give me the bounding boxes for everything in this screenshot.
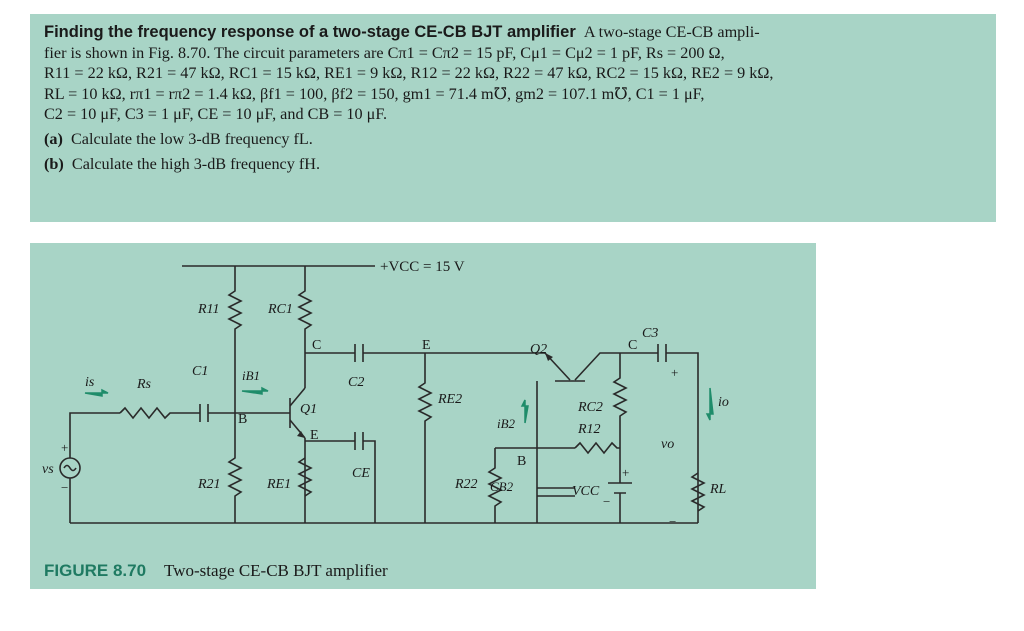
vcc-label: +VCC = 15 V — [380, 259, 465, 275]
ib1-arrow — [241, 386, 269, 395]
node-c1-label: C — [312, 338, 321, 353]
problem-line: fier is shown in Fig. 8.70. The circuit … — [44, 43, 725, 62]
r11-label: R11 — [197, 302, 220, 317]
problem-paragraph: Finding the frequency response of a two-… — [44, 22, 982, 125]
ib1-label: iB1 — [242, 368, 260, 383]
rc2-resistor — [612, 353, 628, 448]
re1-label: RE1 — [266, 477, 291, 492]
problem-line: RL = 10 kΩ, rπ1 = rπ2 = 1.4 kΩ, βf1 = 10… — [44, 84, 705, 103]
figure-caption-text: Two-stage CE-CB BJT amplifier — [164, 561, 388, 580]
c1-capacitor — [199, 404, 209, 422]
problem-title: Finding the frequency response of a two-… — [44, 23, 576, 41]
node-b2-label: B — [517, 454, 526, 469]
rc2-label: RC2 — [577, 400, 603, 415]
r22-label: R22 — [454, 477, 478, 492]
vcc2-battery — [608, 482, 632, 494]
vs-minus: − — [61, 480, 68, 495]
node-e1-label: E — [310, 428, 319, 443]
question-b: (b) Calculate the high 3-dB frequency fH… — [44, 154, 982, 175]
q1-collector-leg — [289, 387, 306, 407]
ce-label: CE — [352, 466, 370, 481]
c1-label: C1 — [192, 364, 208, 379]
circuit-figure: +VCC = 15 V R11 RC1 C C2 is Rs C1 iB1 B … — [30, 243, 816, 589]
io-label: io — [718, 395, 729, 410]
is-arrow — [84, 388, 109, 397]
vcc2-label: VCC — [572, 484, 600, 499]
ce-capacitor — [354, 432, 364, 450]
problem-statement: Finding the frequency response of a two-… — [30, 14, 996, 222]
io-arrow — [705, 387, 714, 421]
vcc2-minus: − — [603, 494, 610, 509]
rs-resistor — [119, 406, 200, 420]
rl-label: RL — [709, 482, 727, 497]
vcc2-plus: + — [622, 465, 629, 480]
vs-sine-icon — [63, 464, 77, 472]
r21-resistor — [227, 378, 243, 523]
q1-emitter-arrow — [297, 431, 305, 438]
q2-emitter-arrow — [545, 353, 553, 361]
problem-line: R11 = 22 kΩ, R21 = 47 kΩ, RC1 = 15 kΩ, R… — [44, 64, 774, 83]
figure-caption: FIGURE 8.70 Two-stage CE-CB BJT amplifie… — [44, 561, 388, 581]
vo-plus: + — [671, 365, 678, 380]
q1-label: Q1 — [300, 402, 317, 417]
c3-capacitor — [650, 344, 699, 523]
re2-resistor — [417, 353, 433, 523]
vs-plus: + — [61, 440, 68, 455]
node-b1-label: B — [238, 412, 247, 427]
rl-resistor — [690, 472, 706, 512]
figure-number: FIGURE 8.70 — [44, 561, 147, 580]
q2-collector-leg — [574, 352, 650, 381]
ce-ground-wire — [363, 440, 376, 523]
ib2-label: iB2 — [497, 416, 516, 431]
vo-minus: − — [669, 514, 676, 529]
vo-label: vo — [661, 437, 674, 452]
problem-line: A two-stage CE-CB ampli- — [583, 23, 760, 41]
vs-label: vs — [42, 462, 54, 477]
c3-label: C3 — [642, 326, 658, 341]
r21-label: R21 — [197, 477, 221, 492]
problem-line: C2 = 10 μF, C3 = 1 μF, CE = 10 μF, and C… — [44, 105, 388, 124]
rc1-resistor — [297, 266, 313, 353]
node-e2-label: E — [422, 338, 431, 353]
r11-resistor — [227, 266, 243, 378]
r12-label: R12 — [577, 422, 601, 437]
rc1-label: RC1 — [267, 302, 293, 317]
question-text: Calculate the low 3-dB frequency fL. — [70, 129, 313, 148]
cb2-capacitor — [537, 487, 575, 497]
ib2-arrow — [520, 399, 529, 424]
c2-capacitor — [354, 344, 364, 362]
r22-resistor — [487, 448, 503, 523]
question-letter: (a) — [44, 129, 63, 148]
rs-label: Rs — [136, 377, 152, 392]
re2-label: RE2 — [437, 392, 462, 407]
question-text: Calculate the high 3-dB frequency fH. — [71, 154, 321, 173]
circuit-diagram: +VCC = 15 V R11 RC1 C C2 is Rs C1 iB1 B … — [42, 259, 729, 529]
node-c2-label: C — [628, 338, 637, 353]
q2-label: Q2 — [530, 342, 547, 357]
is-label: is — [85, 375, 95, 390]
r12-resistor — [574, 441, 620, 455]
source-top-wire — [69, 412, 120, 458]
question-letter: (b) — [44, 154, 64, 173]
cb2-label: CB2 — [490, 479, 514, 494]
question-a: (a) Calculate the low 3-dB frequency fL. — [44, 129, 982, 150]
re1-resistor — [297, 457, 313, 497]
c2-label: C2 — [348, 375, 364, 390]
